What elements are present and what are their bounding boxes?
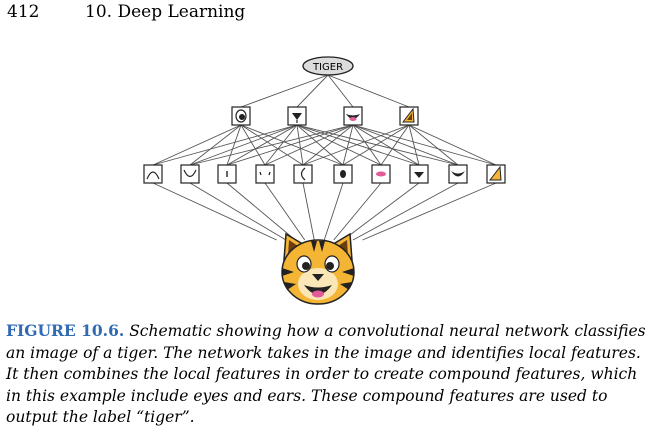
paren-icon <box>300 167 306 181</box>
local-feature-1 <box>143 164 163 184</box>
running-header: 412 10. Deep Learning <box>7 2 245 22</box>
mouth-icon <box>346 114 360 121</box>
page-number: 412 <box>7 2 40 22</box>
noseSm-icon <box>414 172 424 178</box>
local-feature-8 <box>409 164 429 184</box>
ear-icon <box>401 107 415 123</box>
figure-label: FIGURE 10.6. <box>6 321 125 340</box>
local-feature-3 <box>217 164 237 184</box>
caption-text: Schematic showing how a convolutional ne… <box>6 322 646 426</box>
pupil-icon <box>340 170 346 178</box>
tiger-image <box>281 232 355 305</box>
arcTop-icon <box>146 171 160 180</box>
chapter-title: 10. Deep Learning <box>85 2 246 22</box>
local-feature-5 <box>293 164 313 184</box>
local-feature-6 <box>333 164 353 184</box>
local-feature-7 <box>371 164 391 184</box>
compound-feature-3 <box>343 106 363 126</box>
local-feature-10 <box>486 164 506 184</box>
compound-feature-1 <box>231 106 251 126</box>
output-node: TIGER <box>302 56 354 76</box>
arcBot-icon <box>183 169 197 178</box>
tongue-icon <box>376 171 386 177</box>
compound-feature-2 <box>287 106 307 126</box>
compound-feature-layer <box>231 106 419 126</box>
mouthSm-icon <box>451 171 465 177</box>
figure-caption: FIGURE 10.6. Schematic showing how a con… <box>6 320 646 429</box>
local-feature-layer <box>143 164 506 184</box>
output-label: TIGER <box>312 62 343 73</box>
dots-icon <box>259 171 271 176</box>
local-feature-4 <box>255 164 275 184</box>
compound-feature-4 <box>399 106 419 126</box>
earSm-icon <box>488 165 502 181</box>
network-edges <box>152 74 497 241</box>
local-feature-9 <box>448 164 468 184</box>
nose-icon <box>292 113 302 123</box>
local-feature-2 <box>180 164 200 184</box>
eye-icon <box>235 109 247 123</box>
cnn-schematic-figure: TIGER <box>143 56 506 305</box>
